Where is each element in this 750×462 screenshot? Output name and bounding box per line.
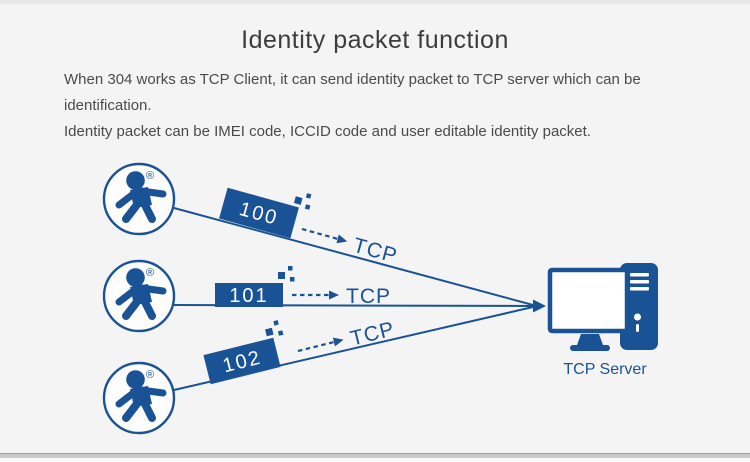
bottom-border-strip bbox=[0, 453, 750, 462]
packet-100: 100 bbox=[219, 187, 314, 239]
client-icon-3 bbox=[104, 363, 174, 433]
packet-101-arrow: TCP bbox=[290, 285, 391, 308]
packet-102-arrow: TCP bbox=[295, 317, 397, 357]
packet-100-arrow: TCP bbox=[299, 223, 400, 268]
top-border-strip bbox=[0, 0, 750, 4]
client-icon-2 bbox=[104, 261, 174, 331]
tcp-server-icon bbox=[547, 263, 658, 351]
description-line-1: When 304 works as TCP Client, it can sen… bbox=[64, 71, 641, 114]
server-tower-icon bbox=[620, 263, 658, 350]
converge-arrowhead-icon bbox=[533, 299, 546, 313]
description-line-2: Identity packet can be IMEI code, ICCID … bbox=[64, 123, 591, 140]
connection-line-1 bbox=[173, 207, 534, 306]
page-description: When 304 works as TCP Client, it can sen… bbox=[64, 67, 724, 145]
packet-101-label: 101 bbox=[229, 285, 268, 307]
tcp-server-label: TCP Server bbox=[563, 361, 647, 378]
packet-102: 102 bbox=[203, 319, 284, 385]
tcp-label-3: TCP bbox=[348, 317, 397, 350]
client-icon-1 bbox=[104, 164, 174, 234]
tcp-label-2: TCP bbox=[346, 285, 391, 308]
packet-101: 101 bbox=[215, 266, 295, 307]
server-monitor-icon bbox=[547, 267, 630, 334]
page-title: Identity packet function bbox=[241, 26, 509, 54]
